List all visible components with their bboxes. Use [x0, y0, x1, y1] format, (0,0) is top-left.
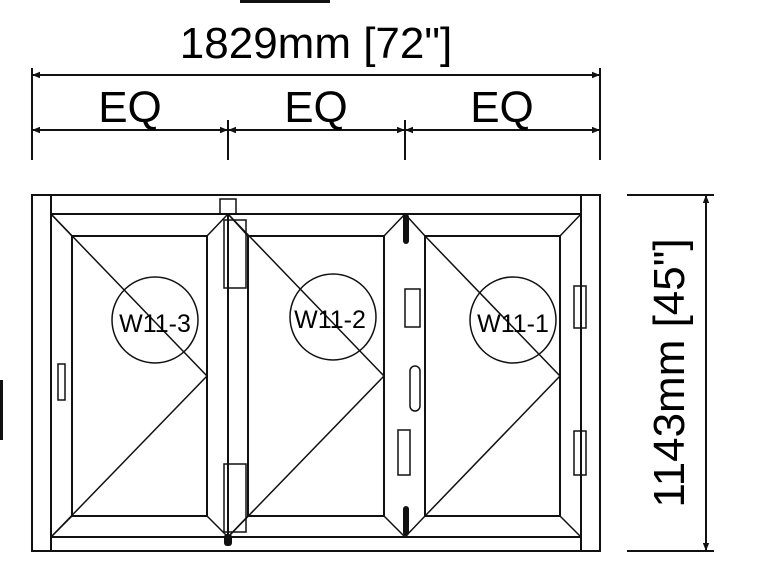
opening-indicator-line [227, 213, 385, 377]
opening-indicator-line [424, 375, 561, 517]
lock-icon [404, 288, 421, 328]
cropped-mark-left [0, 380, 3, 440]
segment-label: EQ [98, 83, 162, 132]
panel-w11-2: W11-2 [227, 213, 406, 538]
overall-height-label: 1143mm [45"] [645, 238, 694, 507]
panel-w11-1: W11-1 [404, 213, 582, 538]
segment-label: EQ [284, 83, 348, 132]
height-dimension: 1143mm [45"] [627, 194, 714, 552]
handle-icon [57, 363, 66, 401]
segment-label: EQ [470, 83, 534, 132]
window-frame [31, 194, 601, 552]
tag-circle [111, 276, 199, 364]
panel-w11-3: W11-3 [50, 213, 229, 538]
hinge-icon [397, 429, 411, 476]
panel-tag: W11-1 [477, 310, 549, 338]
hinge-icon [403, 506, 409, 536]
cropped-mark-top [240, 0, 330, 3]
opening-indicator-line [50, 213, 208, 377]
panel-tag: W11-3 [119, 310, 191, 338]
panel-tag: W11-2 [294, 306, 366, 334]
overall-width-label: 1829mm [72"] [180, 19, 452, 68]
hinge-icon [573, 285, 587, 329]
opening-indicator-line [424, 235, 561, 377]
tag-circle [289, 273, 377, 361]
opening-indicator-line [50, 375, 208, 538]
hinge-icon [223, 463, 247, 533]
hinge-icon [573, 430, 587, 476]
width-dimension: 1829mm [72"] EQ EQ EQ [31, 19, 601, 160]
hinge-icon [403, 214, 409, 244]
hinge-icon [219, 198, 237, 215]
hinge-icon [223, 219, 247, 289]
opening-indicator-line [227, 375, 385, 538]
tag-circle [469, 276, 557, 364]
hinge-hardware [219, 198, 587, 546]
handle-icon [409, 365, 421, 412]
